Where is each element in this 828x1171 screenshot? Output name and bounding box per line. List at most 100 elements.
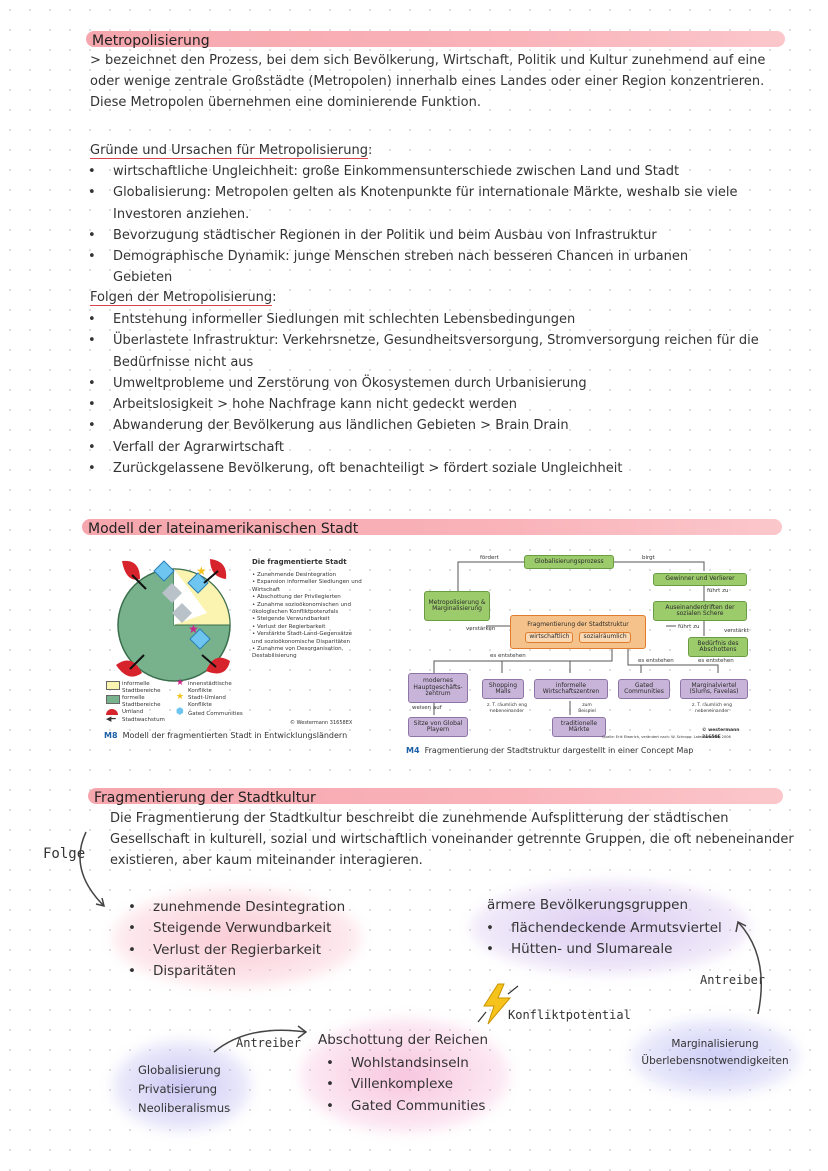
m8-caption-text: Modell der fragmentierten Stadt in Entwi… — [122, 731, 348, 740]
gruende-heading-text: Gründe und Ursachen für Metropolisierung — [90, 143, 369, 159]
list-item: Abwanderung der Bevölkerung aus ländlich… — [86, 415, 766, 437]
legend-gated: Gated Communities — [188, 711, 243, 717]
list-item: • Verstärkte Stadt-Land-Gegensätze und s… — [252, 631, 353, 645]
list-item: Marginalisierung — [671, 1038, 759, 1050]
list-item: Demographische Dynamik: junge Menschen s… — [86, 246, 746, 289]
m4-haupt: modernes Hauptgeschäfts-zentrum — [408, 673, 468, 703]
frag-title-highlight: Fragmentierung der Stadtkultur — [88, 788, 783, 806]
m4-verstaerken: verstärken — [466, 626, 496, 632]
marg-cloud — [630, 1018, 800, 1096]
list-item: Disparitäten — [126, 961, 366, 983]
m4-sitze: Sitze von Global Playern — [408, 717, 468, 737]
list-item: Villenkomplexe — [324, 1074, 524, 1096]
reiche-heading: Abschottung der Reichen — [318, 1032, 489, 1048]
m4-teil2: z. T. räumlich eng nebeneinander — [692, 703, 732, 714]
m4-gewinner: Gewinner und Verlierer — [653, 573, 747, 586]
hexagon-icon: ⬢ — [176, 707, 184, 717]
list-item: • Zunehmende Desintegration — [252, 572, 337, 578]
list-item: • Abschottung der Privilegierten — [252, 594, 341, 601]
m4-frag: Fragmentierung der Stadtstruktur wirtsch… — [510, 615, 646, 649]
list-item: • Zunahme sozioökonomischen und ökologis… — [252, 601, 351, 616]
m8-points: • Zunehmende Desintegration • Expansion … — [252, 572, 364, 661]
legend-formell: formelle Stadtbereiche — [122, 695, 161, 708]
m4-fuehrt1: führt zu — [707, 588, 729, 594]
arme-heading: ärmere Bevölkerungsgruppen — [487, 897, 689, 913]
list-item: Hütten- und Slumareale — [484, 939, 744, 961]
folgen-list: Entstehung informeller Siedlungen mit sc… — [86, 309, 766, 480]
legend-swatch — [106, 681, 120, 690]
legend-stadtwachstum: Stadtwachstum — [122, 717, 165, 723]
arme-list: flächendeckende Armutsviertel Hütten- un… — [484, 918, 744, 961]
list-item: • Verlust der Regierbarkeit — [252, 623, 326, 630]
m4-birgt: birgt — [642, 555, 655, 561]
m4-teil1: z. T. räumlich eng nebeneinander — [487, 703, 527, 714]
svg-text:★: ★ — [188, 622, 199, 636]
legend-swatch — [106, 695, 120, 704]
star-icon: ★ — [176, 678, 185, 688]
antreiber-right-arrow — [735, 920, 763, 1015]
frag-folgen-list: zunehmende Desintegration Steigende Verw… — [126, 897, 366, 982]
m4-frag-sub: wirtschaftlich sozialräumlich — [525, 632, 631, 643]
m8-heading: Die fragmentierte Stadt — [252, 558, 347, 566]
m4-auseinander: Auseinanderdriften der sozialen Schere — [653, 601, 747, 621]
m4-caption-text: Fragmentierung der Stadtstruktur dargest… — [424, 746, 694, 755]
frag-title: Fragmentierung der Stadtkultur — [94, 790, 316, 806]
m4-source: Quelle: Erik Elwerich, verändert nach: W… — [602, 735, 731, 739]
list-item: Arbeitslosigkeit > hohe Nachfrage kann n… — [86, 394, 766, 416]
m4-copyright: © westermann 31650E — [702, 728, 740, 740]
m4-metro: Metropolisierung & Marginalisierung — [424, 591, 490, 621]
folge-arrow — [79, 831, 106, 908]
modell-title: Modell der lateinamerikanischen Stadt — [88, 521, 359, 537]
list-item: Zurückgelassene Bevölkerung, oft benacht… — [86, 458, 766, 480]
folgen-heading-text: Folgen der Metropolisierung — [90, 290, 273, 306]
list-item: Verfall der Agrarwirtschaft — [86, 437, 766, 459]
list-item: Globalisierung — [138, 1063, 221, 1077]
legend-swatch — [106, 709, 118, 715]
m4-foerdert: fördert — [480, 555, 499, 561]
lightning-icon — [477, 983, 519, 1025]
legend-innen: innenstädtische Konflikte — [188, 681, 232, 694]
gruende-colon: : — [368, 143, 373, 158]
m4-fuehrt2: führt zu — [678, 624, 700, 630]
list-item: Umweltprobleme und Zerstörung von Ökosys… — [86, 373, 766, 395]
list-item: Überlebensnotwendigkeiten — [641, 1055, 789, 1067]
list-item: wirtschaftliche Ungleichheit: große Eink… — [86, 161, 746, 183]
star-icon: ★ — [176, 692, 185, 702]
m4-sozial: sozialräumlich — [579, 632, 631, 643]
fragmented-city-diagram: ★ ★ — [116, 559, 231, 682]
folgen-heading: Folgen der Metropolisierung: — [90, 290, 277, 306]
modell-title-highlight: Modell der lateinamerikanischen Stadt — [82, 519, 782, 537]
list-item: Gated Communities — [324, 1096, 524, 1118]
list-item: • Steigende Verwundbarkeit — [252, 616, 330, 623]
list-item: • Zunahme von Desorganisation, Destabili… — [252, 646, 344, 660]
konflikt-label: Konfliktpotential — [508, 1008, 631, 1022]
m4-figure: Globalisierungsprozess fördert birgt Met… — [406, 551, 758, 761]
svg-text:★: ★ — [196, 564, 207, 578]
m4-trad: traditionelle Märkte — [552, 717, 606, 737]
list-item: Überlastete Infrastruktur: Verkehrsnetze… — [86, 330, 766, 373]
list-item: flächendeckende Armutsviertel — [484, 918, 744, 940]
folge-label: Folge — [43, 846, 86, 862]
antreiber-left-label: Antreiber — [236, 1036, 302, 1050]
list-item: Steigende Verwundbarkeit — [126, 918, 366, 940]
m4-entstehen3: es entstehen — [698, 658, 734, 664]
legend-informell: informelle Stadtbereiche — [122, 681, 161, 694]
list-item: Verlust der Regierbarkeit — [126, 940, 366, 962]
legend-umland: Umland — [122, 709, 144, 715]
m4-frag-title: Fragmentierung der Stadtstruktur — [527, 620, 629, 628]
frag-definition: Die Fragmentierung der Stadtkultur besch… — [110, 811, 794, 868]
m4-global: Globalisierungsprozess — [524, 555, 614, 569]
m8-figure: ★ ★ informelle Stadtbereiche formelle St… — [100, 549, 400, 749]
global-list: Globalisierung Privatisierung Neoliberal… — [138, 1061, 230, 1118]
m8-copyright: © Westermann 31658EX — [290, 720, 353, 726]
m4-infwirt: informelle Wirtschaftszentren — [534, 679, 608, 699]
legend-stadtumland: Stadt-Umland Konflikte — [188, 695, 226, 708]
arrow-left-icon: ◀━ — [106, 715, 116, 723]
folgen-colon: : — [272, 290, 277, 305]
m4-marg: Marginalviertel (Slums, Favelas) — [680, 679, 748, 699]
m4-shop: Shopping Malls — [482, 679, 524, 699]
m4-label: M4 — [406, 746, 420, 755]
list-item: • Expansion informeller Siedlungen und W… — [252, 579, 362, 593]
concept-map-arrows — [433, 561, 719, 715]
m4-zum: zum Beispiel — [578, 703, 596, 714]
